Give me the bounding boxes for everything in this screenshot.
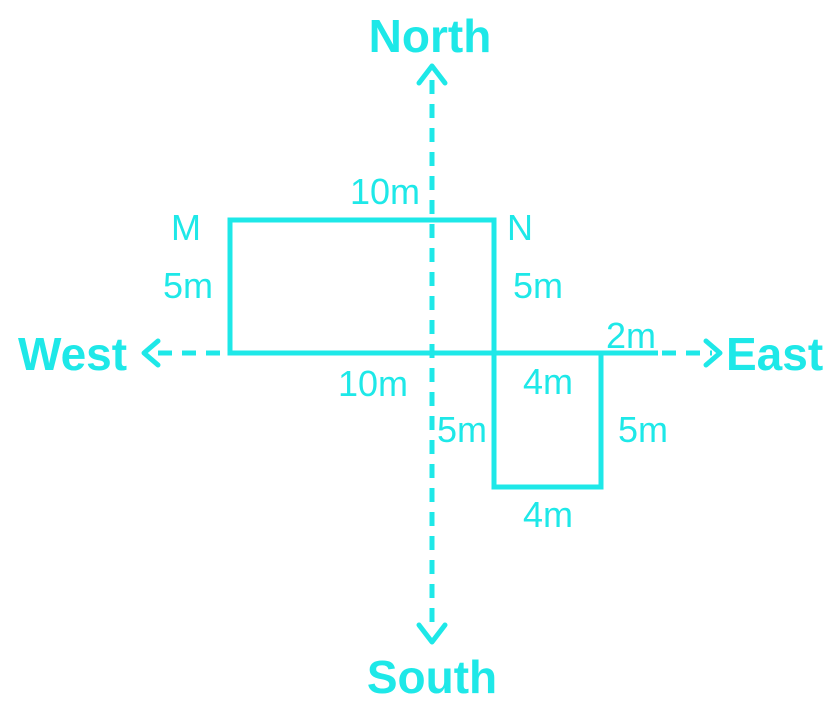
distance-top-edge: 10m <box>350 171 420 212</box>
distance-small-top: 4m <box>523 361 573 402</box>
distance-small-right: 5m <box>618 409 668 450</box>
west-label: West <box>18 328 127 380</box>
distance-left-edge: 5m <box>163 265 213 306</box>
large-rectangle-path <box>227 217 497 356</box>
small-rectangle-path <box>491 350 604 490</box>
distance-small-left: 5m <box>437 409 487 450</box>
point-m-label: M <box>171 207 201 248</box>
west-arrowhead-icon <box>141 338 161 368</box>
distance-right-edge: 5m <box>513 265 563 306</box>
north-label: North <box>369 10 492 62</box>
south-label: South <box>367 651 497 703</box>
east-label: East <box>726 328 823 380</box>
point-n-label: N <box>507 207 533 248</box>
east-arrowhead-icon <box>703 338 723 368</box>
north-arrowhead-icon <box>416 63 448 86</box>
distance-bottom-edge: 10m <box>338 363 408 404</box>
distance-east-segment: 2m <box>606 315 656 356</box>
distance-small-bottom: 4m <box>523 494 573 535</box>
south-arrowhead-icon <box>416 622 448 645</box>
